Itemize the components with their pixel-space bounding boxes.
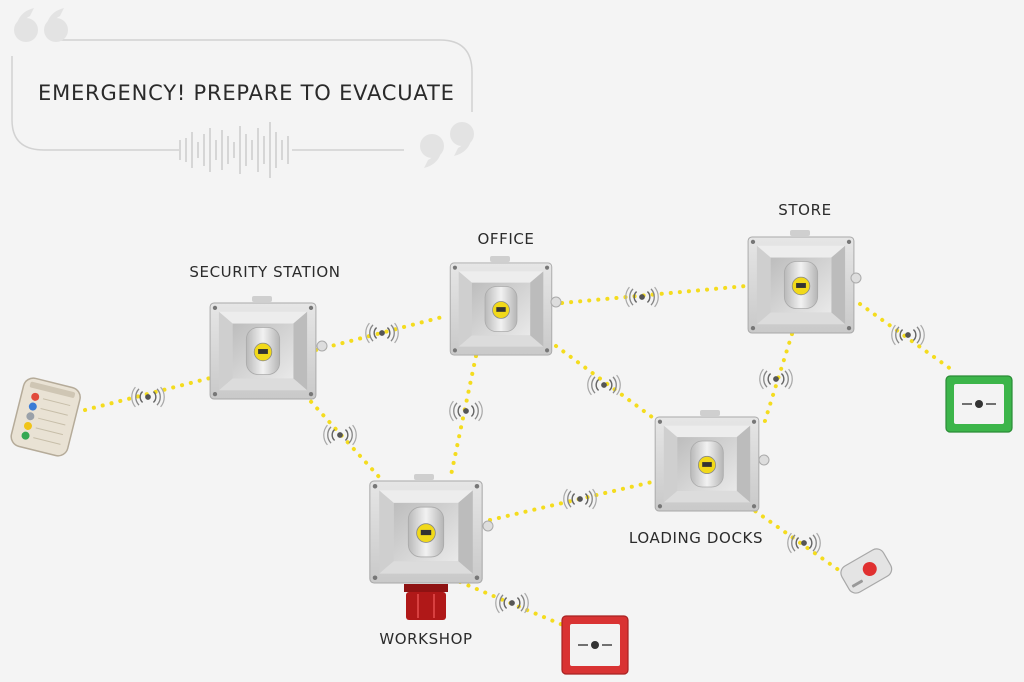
wireless-signal-icon	[495, 592, 529, 614]
sound-wave-icon	[179, 122, 289, 178]
sounder-horn-icon	[654, 416, 760, 512]
link-remote-security	[83, 376, 212, 412]
label-security-station: SECURITY STATION	[189, 263, 340, 281]
manual-call-point-icon	[945, 375, 1013, 433]
wireless-signal-icon	[563, 488, 597, 510]
horn-security-station: SECURITY STATION	[189, 263, 340, 400]
banner-message: EMERGENCY! PREPARE TO EVACUATE	[38, 81, 455, 105]
manual-call-point-icon	[561, 615, 629, 675]
sounder-horn-icon	[449, 262, 553, 356]
horn-loading-docks: LOADING DOCKS	[629, 410, 770, 547]
link-workshop-callpoint	[458, 580, 572, 630]
sounder-horn-icon	[209, 302, 317, 400]
horn-office: OFFICE	[449, 230, 562, 356]
label-loading-docks: LOADING DOCKS	[629, 529, 763, 547]
label-store: STORE	[778, 201, 831, 219]
wireless-signal-icon	[625, 286, 659, 308]
link-store-callpoint	[858, 302, 957, 374]
label-workshop: WORKSHOP	[379, 630, 472, 648]
sounder-horn-icon	[369, 480, 483, 584]
horn-store: STORE	[747, 201, 862, 334]
wireless-signal-icon	[449, 400, 483, 422]
link-loading-pendant	[746, 504, 852, 580]
link-workshop-loading	[488, 480, 654, 522]
wireless-signal-icon	[365, 322, 399, 344]
wireless-signal-icon	[587, 374, 621, 396]
speech-bubble: EMERGENCY! PREPARE TO EVACUATE	[11, 8, 474, 178]
open-quote-icon	[14, 8, 68, 42]
sounder-horn-icon	[747, 236, 855, 334]
wireless-signal-icon	[323, 424, 357, 446]
horn-workshop: WORKSHOP	[369, 474, 494, 648]
remote-control-icon	[10, 377, 81, 457]
panic-button-icon	[840, 548, 893, 594]
label-office: OFFICE	[477, 230, 534, 248]
link-office-workshop	[448, 354, 478, 482]
close-quote-icon	[420, 122, 474, 168]
wireless-signal-icon	[891, 324, 925, 346]
beacon-light-icon	[404, 584, 448, 620]
link-security-workshop	[303, 393, 382, 480]
